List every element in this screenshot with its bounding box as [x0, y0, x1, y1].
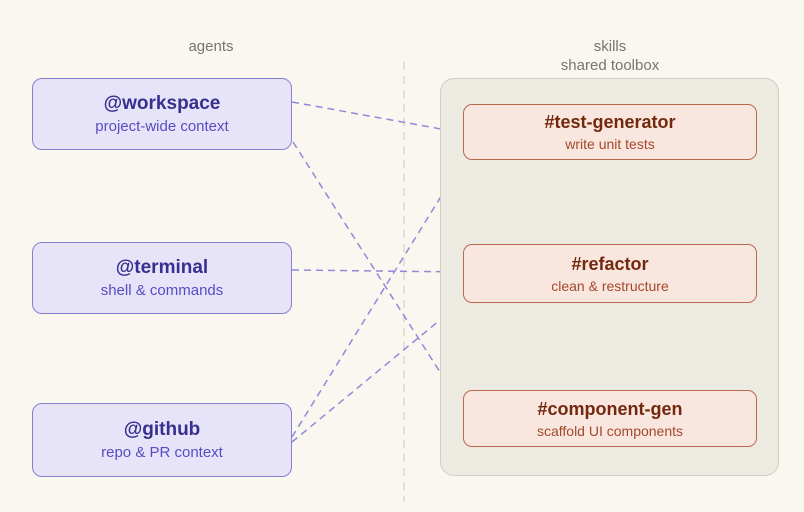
skill-node-test-generator: #test-generator write unit tests — [463, 104, 757, 160]
skill-test-generator-title: #test-generator — [544, 112, 676, 132]
connection-workspace-test-generator — [291, 101, 464, 134]
skill-refactor-title: #refactor — [571, 253, 649, 274]
skill-node-component-gen: #component-gen scaffold UI components — [463, 390, 757, 447]
skills-column-header: skills shared toolbox — [560, 38, 660, 74]
skill-node-refactor: #refactor clean & restructure — [463, 244, 757, 303]
skill-component-gen-title: #component-gen — [537, 398, 683, 419]
connection-workspace-component-gen — [292, 141, 464, 409]
connection-github-test-generator — [291, 160, 464, 438]
agent-node-workspace: @workspace project-wide context — [32, 78, 292, 150]
connection-terminal-refactor — [291, 269, 464, 273]
agent-workspace-title: @workspace — [103, 93, 221, 114]
skill-test-generator-subtitle: write unit tests — [565, 136, 655, 152]
agent-github-subtitle: repo & PR context — [101, 444, 223, 461]
agent-terminal-title: @terminal — [115, 257, 209, 278]
agent-node-terminal: @terminal shell & commands — [32, 242, 292, 314]
agents-column-header: agents — [188, 38, 234, 55]
connection-github-refactor — [291, 300, 464, 443]
agent-github-title: @github — [123, 419, 201, 440]
agent-workspace-subtitle: project-wide context — [95, 118, 229, 135]
agent-node-github: @github repo & PR context — [32, 403, 292, 477]
skill-refactor-subtitle: clean & restructure — [551, 277, 669, 294]
skill-component-gen-subtitle: scaffold UI components — [536, 422, 684, 439]
agent-terminal-subtitle: shell & commands — [100, 282, 224, 299]
